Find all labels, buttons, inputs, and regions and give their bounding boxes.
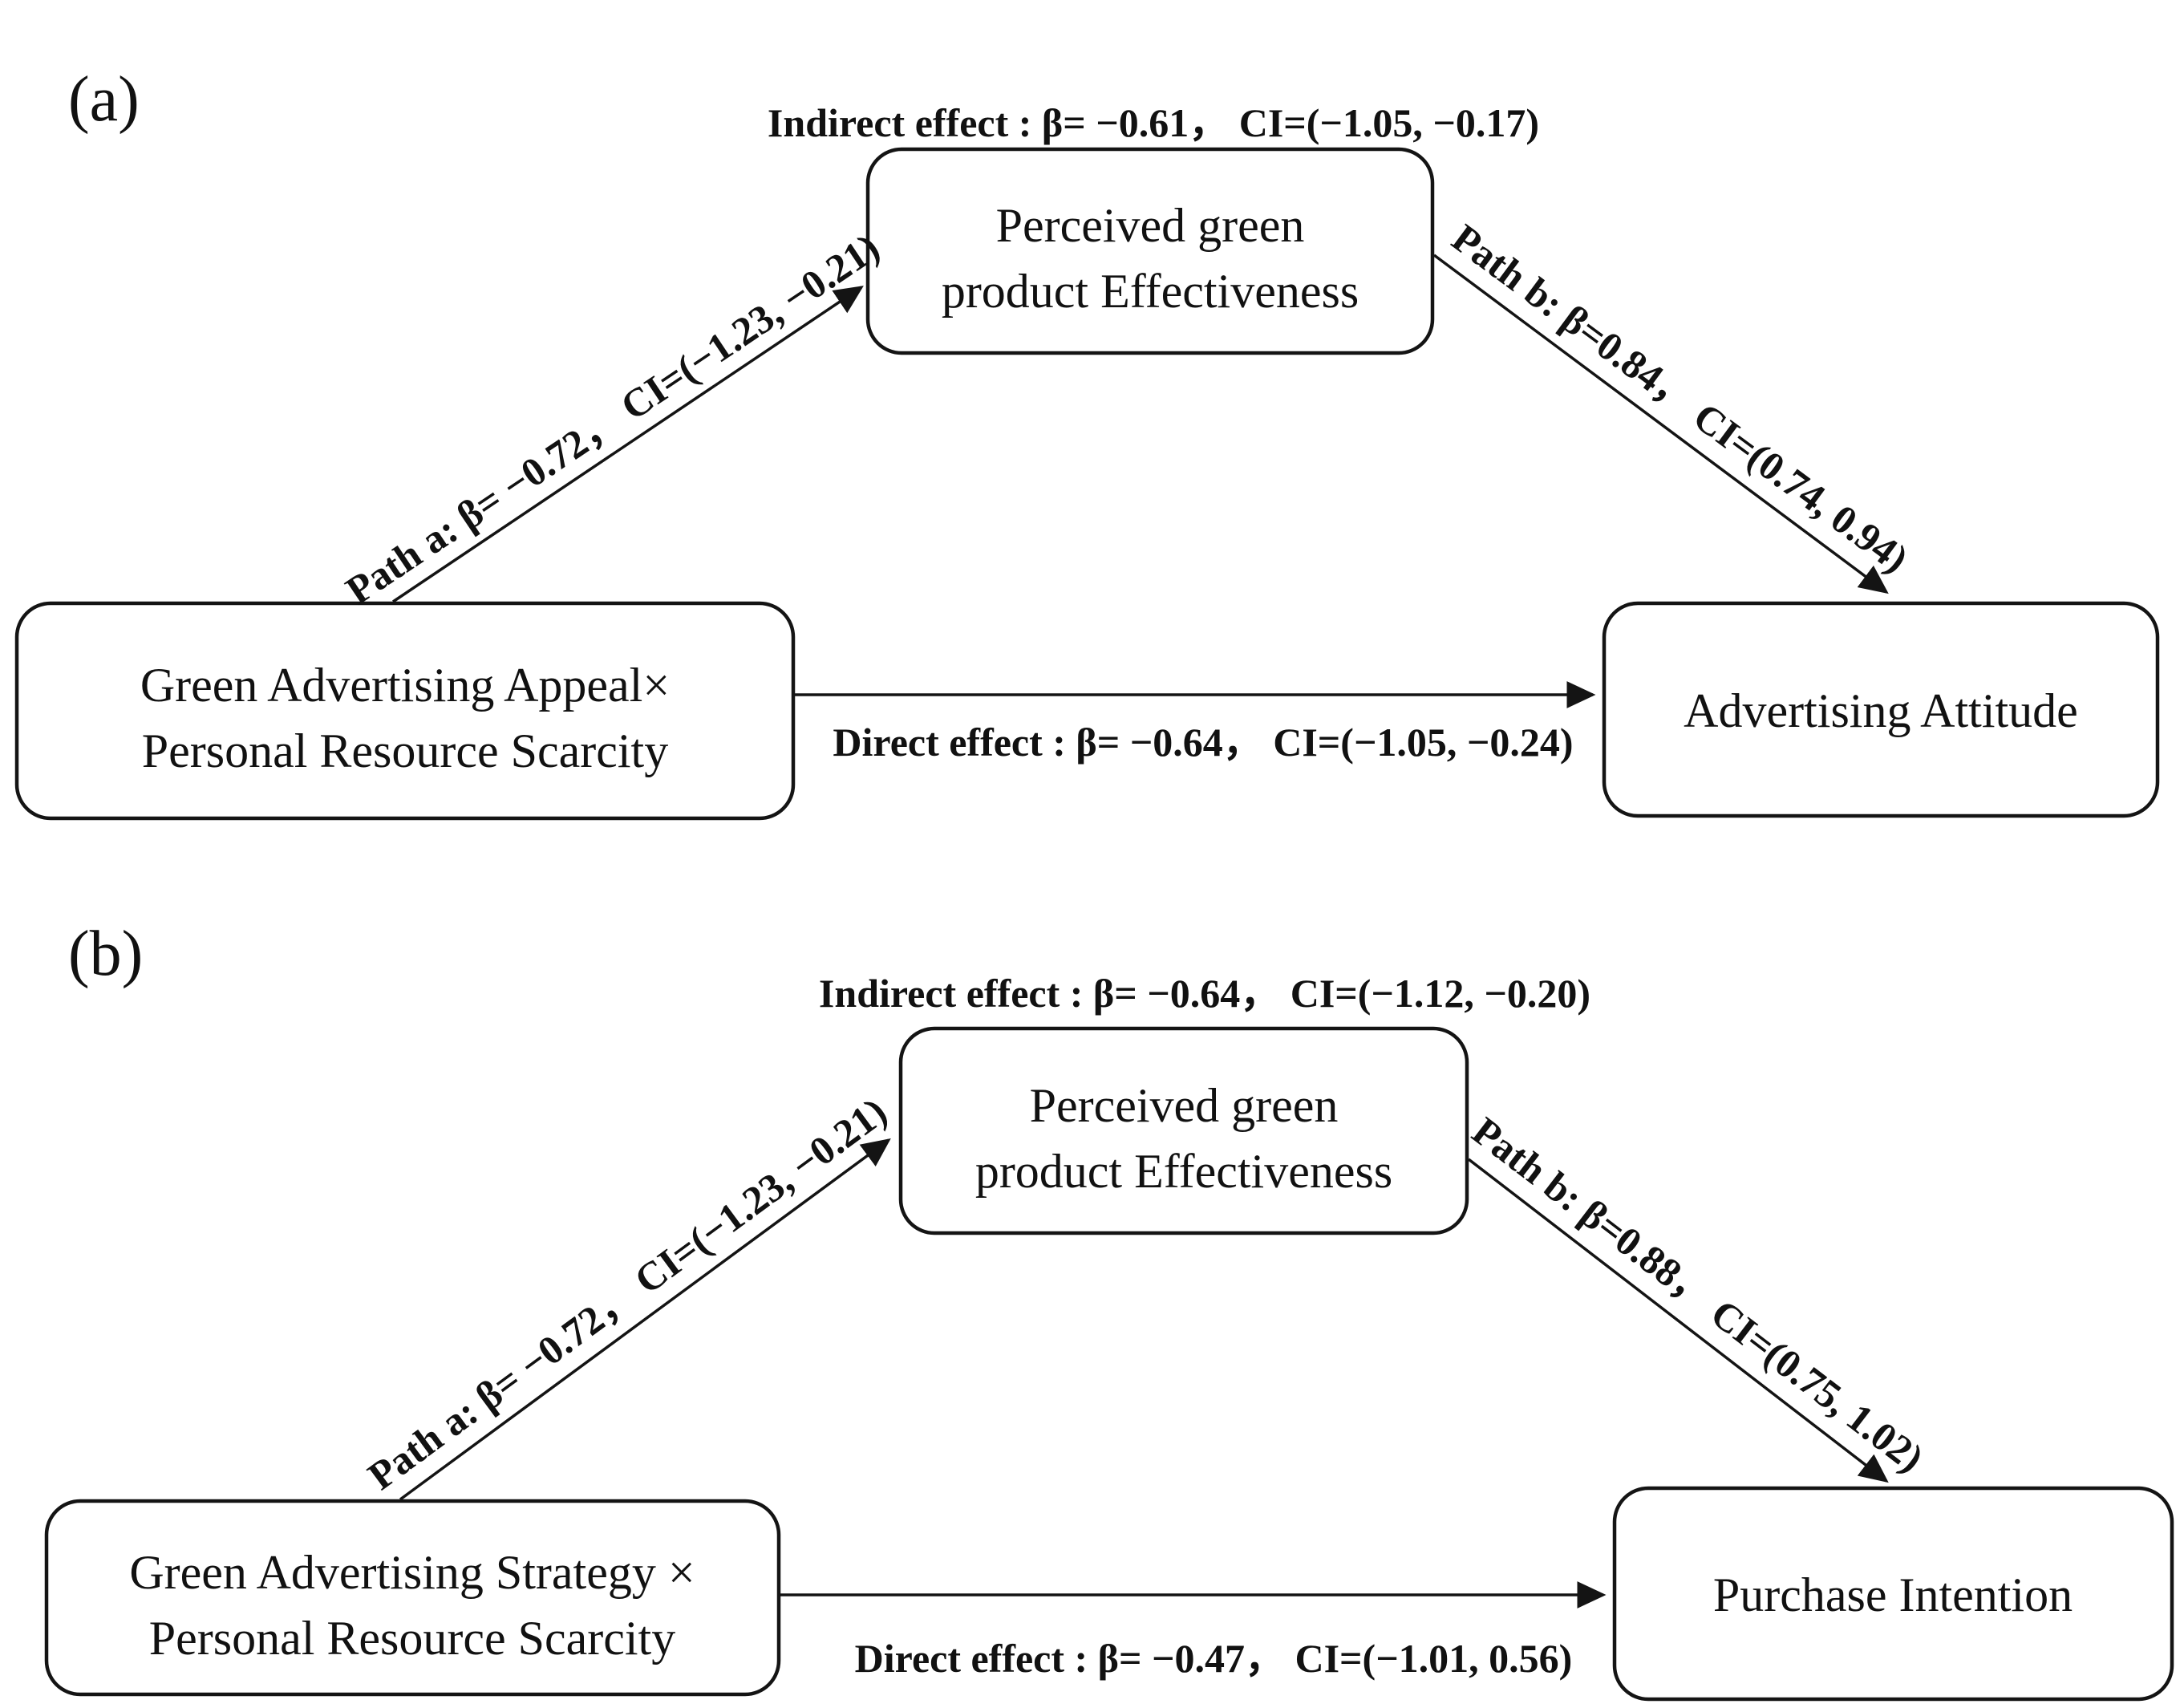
predictor-label-line2: Personal Resource Scarcity [149, 1612, 675, 1665]
path-a-label: Path a: β= −0.72， CI=(−1.23, −0.21) [338, 225, 887, 613]
mediator-box [898, 1026, 1469, 1235]
predictor-label-line1: Green Advertising Appeal× [140, 659, 670, 712]
outcome-box [1602, 601, 2160, 818]
direct-effect-label: Direct effect : β= −0.64， CI=(−1.05, −0.… [833, 720, 1573, 765]
path-b-label: Path b: β=0.88， CI=(0.75, 1.02) [1465, 1108, 1932, 1481]
mediator-label-line1: Perceived green [996, 199, 1305, 252]
indirect-effect-label: Indirect effect : β= −0.64， CI=(−1.12, −… [819, 971, 1590, 1016]
outcome-label: Advertising Attitude [1684, 684, 2078, 737]
predictor-box [44, 1499, 781, 1697]
indirect-effect-label: Indirect effect : β= −0.61， CI=(−1.05, −… [768, 100, 1539, 145]
path-a-arrow [392, 286, 864, 603]
panel-label: (a) [68, 64, 140, 135]
panel-a: (a) Indirect effect : β= −0.61， CI=(−1.0… [14, 64, 2160, 821]
mediator-label-line2: product Effectiveness [975, 1145, 1392, 1198]
predictor-label-line1: Green Advertising Strategy × [129, 1546, 695, 1599]
path-a-arrow [399, 1138, 891, 1501]
outcome-box [1612, 1486, 2174, 1702]
outcome-label: Purchase Intention [1713, 1568, 2073, 1621]
path-b-label: Path b: β=0.84， CI=(0.74, 0.94) [1444, 215, 1916, 581]
path-b-arrow [1467, 1158, 1889, 1483]
mediator-label-line2: product Effectiveness [942, 265, 1359, 318]
mediator-label-line1: Perceived green [1030, 1079, 1339, 1132]
predictor-label-line2: Personal Resource Scarcity [142, 724, 668, 777]
path-a-label: Path a: β= −0.72， CI=(−1.23, −0.21) [359, 1089, 894, 1499]
mediator-box [865, 147, 1435, 355]
panel-b: (b) Indirect effect : β= −0.64， CI=(−1.1… [44, 919, 2174, 1702]
direct-effect-label: Direct effect : β= −0.47， CI=(−1.01, 0.5… [855, 1636, 1573, 1681]
predictor-box [14, 601, 796, 821]
path-b-arrow [1432, 254, 1889, 594]
panel-label: (b) [68, 919, 143, 989]
